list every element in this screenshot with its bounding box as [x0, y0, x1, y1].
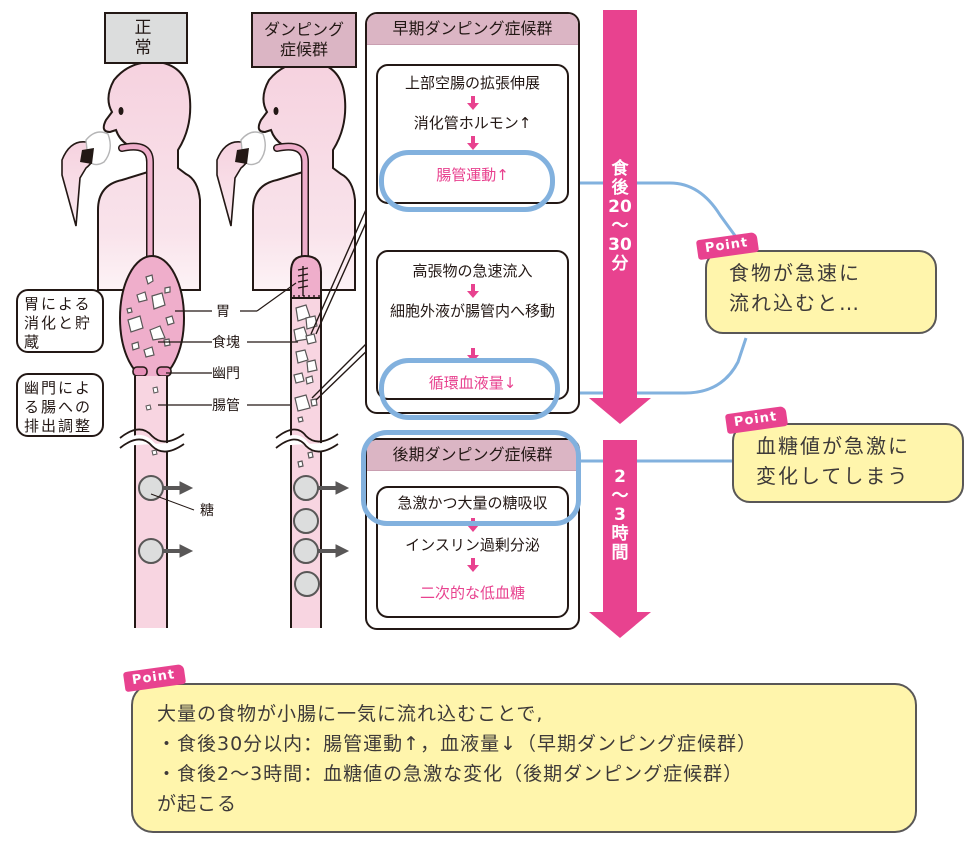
sugar-molecule [138, 475, 164, 501]
point-text-line: 食物が急速に [729, 261, 861, 285]
summary-line: が起こる [157, 793, 238, 815]
late-dumping-title: 後期ダンピング症候群 [367, 440, 578, 471]
step-rapid-sugar-absorption: 急激かつ大量の糖吸収 [397, 494, 548, 512]
early-group-1: 上部空腸の拡張伸展 消化管ホルモン↑ 腸管運動↑ [376, 64, 569, 204]
step-gi-hormone: 消化管ホルモン↑ [413, 114, 532, 132]
leader-lines [158, 195, 379, 406]
eye-icon [118, 107, 124, 115]
highlight-oval-volume [379, 358, 560, 420]
step-fluid-shift: 細胞外液が腸管内へ移動 [389, 302, 555, 320]
late-group: 急激かつ大量の糖吸収 インスリン過剰分泌 二次的な低血糖 [376, 486, 569, 618]
point-text-line: 変化してしまう [756, 464, 910, 488]
dumping-person-figure [216, 60, 356, 628]
label-intestine: 腸管 [212, 398, 240, 414]
timeline-char: 食 [611, 159, 629, 179]
step-insulin-oversecretion: インスリン過剰分泌 [405, 536, 540, 554]
header-normal: 正 常 [104, 12, 188, 64]
step-jejunum-dilation: 上部空腸の拡張伸展 [404, 74, 540, 92]
down-arrow-icon [466, 558, 479, 572]
timeline-char: 時 [611, 524, 629, 544]
summary-line: 大量の食物が小腸に一気に流れ込むことで, [157, 703, 544, 725]
timeline-early-bar: 食 後 20 〜 30 分 [603, 10, 637, 398]
label-sugar: 糖 [200, 503, 214, 519]
step-bowel-motility: 腸管運動↑ [436, 166, 509, 184]
timeline-char: 間 [611, 543, 629, 563]
timeline-late-arrowhead [589, 612, 651, 638]
early-dumping-title: 早期ダンピング症候群 [367, 14, 578, 45]
step-circulating-volume: 循環血液量↓ [428, 374, 517, 392]
remnant-stomach [290, 254, 322, 299]
timeline-char: 20 [608, 197, 632, 217]
down-arrow-icon [466, 96, 479, 110]
eye-icon [273, 107, 279, 115]
summary-line: ・食後30分以内：腸管運動↑，血液量↓（早期ダンピング症候群） [157, 733, 758, 755]
label-stomach: 胃 [216, 304, 230, 320]
timeline-char: 2 [614, 467, 626, 487]
summary-line: ・食後2〜3時間：血糖値の急激な変化（後期ダンピング症候群） [157, 763, 744, 785]
timeline-char: 〜 [611, 486, 629, 506]
summary-point-box: 大量の食物が小腸に一気に流れ込むことで, ・食後30分以内：腸管運動↑，血液量↓… [131, 683, 917, 833]
normal-person-figure [61, 60, 201, 628]
point-box-rapid-inflow: 食物が急速に 流れ込むと… [705, 250, 937, 334]
header-dumping-syndrome: ダンピング症候群 [251, 12, 357, 68]
timeline-early-text: 食 後 20 〜 30 分 [603, 160, 637, 274]
timeline-char: 3 [614, 505, 626, 525]
highlight-oval-motility [379, 150, 555, 212]
sugar-molecule [293, 508, 319, 534]
timeline-char: 30 [608, 235, 632, 255]
point-text-line: 血糖値が急激に [756, 434, 910, 458]
sugar-molecule [293, 475, 319, 501]
header-dumping-label: ダンピング症候群 [263, 20, 344, 59]
point-text-line: 流れ込むと… [729, 291, 861, 315]
timeline-late-text: 2 〜 3 時 間 [603, 468, 637, 563]
timeline-char: 〜 [611, 216, 629, 236]
point-box-blood-sugar: 血糖値が急激に 変化してしまう [732, 423, 964, 503]
sugar-molecule [294, 571, 320, 597]
sugar-molecule [293, 538, 319, 564]
timeline-char: 後 [611, 178, 629, 198]
timeline-late-bar: 2 〜 3 時 間 [603, 440, 637, 612]
label-bolus: 食塊 [212, 335, 240, 351]
callout-stomach-digestion: 胃による消化と貯蔵 [16, 289, 104, 353]
step-secondary-hypoglycemia: 二次的な低血糖 [419, 584, 525, 602]
highlight-oval-late [361, 430, 581, 526]
timeline-char: 分 [611, 254, 629, 274]
down-arrow-icon [466, 284, 479, 298]
down-arrow-icon [466, 136, 479, 150]
timeline-early-arrowhead [589, 398, 651, 424]
sugar-molecule [138, 538, 164, 564]
callout-pylorus-regulation: 幽門による腸への排出調整 [16, 373, 104, 437]
step-hypertonic-inflow: 高張物の急速流入 [412, 262, 533, 280]
label-pylorus: 幽門 [212, 366, 240, 382]
